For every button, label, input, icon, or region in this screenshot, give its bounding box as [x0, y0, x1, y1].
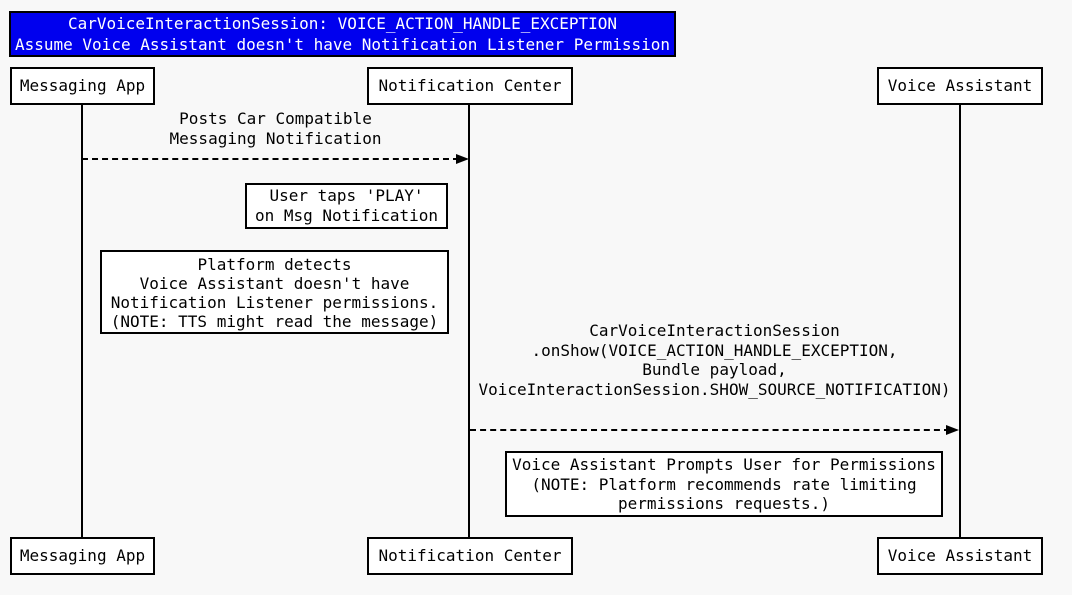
note-2-line-2: Voice Assistant doesn't have [139, 274, 410, 293]
note-1-line-1: User taps 'PLAY' [269, 186, 424, 205]
actor-box-messaging-app-bottom: Messaging App [10, 537, 155, 575]
diagram-title: CarVoiceInteractionSession: VOICE_ACTION… [9, 11, 676, 57]
note-1-line-2: on Msg Notification [254, 206, 439, 225]
message-1-line-1: Posts Car Compatible [179, 109, 372, 128]
note-2-line-4: (NOTE: TTS might read the message) [110, 312, 439, 331]
note-3-line-3: permissions requests.) [618, 494, 830, 513]
message-1-arrowhead-icon [456, 154, 469, 164]
message-1-line-2: Messaging Notification [169, 128, 382, 148]
message-2-arrow [470, 429, 950, 431]
note-3-line-1: Voice Assistant Prompts User for Permiss… [512, 455, 936, 474]
message-1-arrow [82, 158, 459, 160]
message-2-arrowhead-icon [946, 425, 959, 435]
lifeline-voice-assistant [959, 105, 961, 537]
lifeline-messaging-app [81, 105, 83, 537]
note-voice-assistant-prompts: Voice Assistant Prompts User for Permiss… [505, 451, 943, 517]
message-2-line-2: .onShow(VOICE_ACTION_HANDLE_EXCEPTION, [531, 340, 898, 360]
diagram-title-line-2: Assume Voice Assistant doesn't have Noti… [14, 35, 671, 54]
note-2-line-3: Notification Listener permissions. [110, 293, 439, 312]
diagram-title-line-1: CarVoiceInteractionSession: VOICE_ACTION… [67, 14, 618, 33]
message-1-label: Posts Car Compatible Messaging Notificat… [82, 109, 469, 148]
lifeline-notification-center [468, 105, 470, 537]
message-2-label: CarVoiceInteractionSession .onShow(VOICE… [469, 321, 960, 399]
message-2-line-1: CarVoiceInteractionSession [589, 321, 840, 340]
actor-box-notification-center-top: Notification Center [367, 67, 573, 105]
actor-box-voice-assistant-bottom: Voice Assistant [877, 537, 1043, 575]
message-2-line-3: Bundle payload, [642, 360, 787, 379]
actor-box-notification-center-bottom: Notification Center [367, 537, 573, 575]
note-user-taps-play: User taps 'PLAY' on Msg Notification [245, 183, 448, 229]
message-2-line-4: VoiceInteractionSession.SHOW_SOURCE_NOTI… [478, 379, 951, 399]
actor-box-voice-assistant-top: Voice Assistant [877, 67, 1043, 105]
note-platform-detects: Platform detects Voice Assistant doesn't… [100, 250, 449, 334]
note-2-line-1: Platform detects [197, 255, 352, 274]
note-3-line-2: (NOTE: Platform recommends rate limiting [531, 474, 917, 494]
actor-box-messaging-app-top: Messaging App [10, 67, 155, 105]
